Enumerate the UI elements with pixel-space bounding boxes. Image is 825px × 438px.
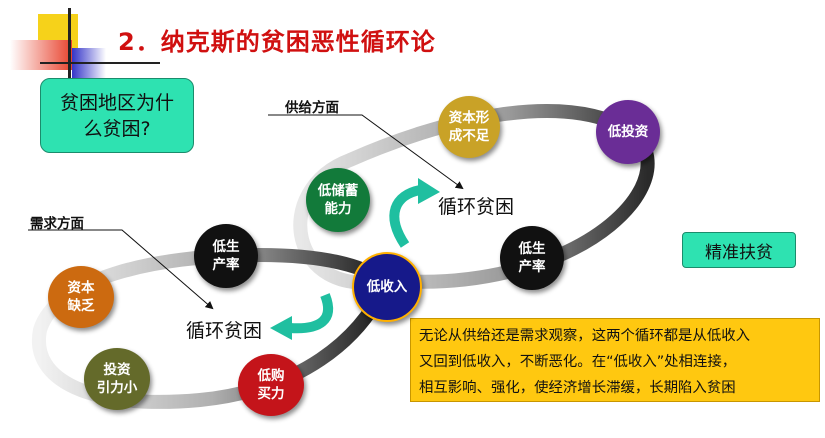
cycle-arrow-upper	[389, 185, 422, 248]
node-low-productivity-upper: 低生产率	[194, 224, 258, 288]
note-line-1: 无论从供给还是需求观察，这两个循环都是从低收入	[419, 328, 750, 344]
cycle-arrow-lower	[289, 293, 334, 334]
node-investment-incentive: 投资引力小	[84, 348, 150, 410]
question-line-2: 么贫困?	[83, 117, 151, 140]
question-box: 贫困地区为什 么贫困?	[40, 78, 194, 153]
node-low-income: 低收入	[352, 252, 422, 322]
precise-poverty-box: 精准扶贫	[682, 232, 796, 268]
demand-leader-line	[28, 229, 214, 310]
node-low-savings: 低储蓄能力	[306, 168, 370, 232]
node-low-investment: 低投资	[596, 100, 660, 164]
page-title: 2．纳克斯的贫困恶性循环论	[118, 28, 436, 56]
demand-side-label: 需求方面	[30, 216, 84, 232]
node-low-productivity-right: 低生产率	[500, 226, 564, 290]
cycle-arrow-lower-head	[270, 316, 292, 340]
cycle-arrow-upper-head	[418, 178, 440, 204]
node-low-purchasing: 低购买力	[238, 354, 304, 416]
supply-side-label: 供给方面	[285, 100, 339, 116]
cycle-label-demand: 循环贫困	[186, 320, 263, 342]
corner-decoration-red	[10, 40, 72, 70]
corner-line-vertical	[68, 8, 71, 82]
explanation-note: 无论从供给还是需求观察，这两个循环都是从低收入 又回到低收入，不断恶化。在“低收…	[410, 318, 820, 402]
note-line-3: 相互影响、强化，使经济增长滞缓，长期陷入贫困	[419, 380, 736, 396]
cycle-label-supply: 循环贫困	[438, 196, 515, 218]
node-capital-shortage: 资本缺乏	[48, 266, 114, 328]
supply-leader-line	[268, 114, 464, 190]
corner-line-horizontal	[40, 62, 160, 64]
question-line-1: 贫困地区为什	[59, 91, 174, 114]
node-capital-formation: 资本形成不足	[438, 96, 500, 158]
note-line-2: 又回到低收入，不断恶化。在“低收入”处相连接，	[419, 354, 737, 370]
